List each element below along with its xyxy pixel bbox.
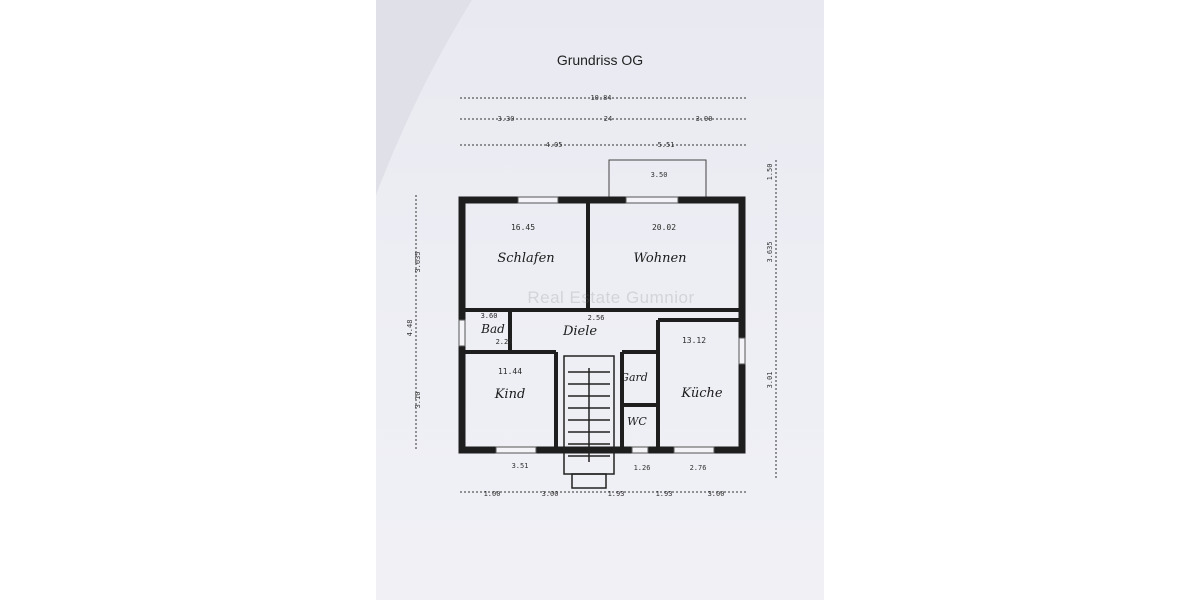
dimension-left-low: 3.10	[414, 392, 422, 409]
area-kind: 11.44	[498, 367, 522, 376]
staircase	[563, 355, 615, 489]
area-schlafen: 16.45	[511, 223, 535, 232]
page-title: Grundriss OG	[556, 52, 644, 68]
dimension-right-top: 1.50	[766, 164, 774, 181]
room-label-schlafen: Schlafen	[497, 251, 554, 266]
dimension-left-mid: 4.48	[406, 320, 414, 337]
dimension-bottom-2: 3.00	[542, 490, 559, 498]
paper-fold-shadow	[376, 0, 472, 195]
dimension-balcony: 3.50	[651, 171, 668, 179]
dimension-bottom-1: 1.00	[484, 490, 501, 498]
dimension-bottom-3: 1.93	[608, 490, 625, 498]
balcony	[608, 159, 707, 199]
dimension-bottom-inner-mid: 1.26	[634, 464, 651, 472]
room-label-wohnen: Wohnen	[633, 251, 686, 266]
dimension-top-right: 3.90	[696, 115, 713, 123]
room-label-bad: Bad	[480, 322, 505, 336]
area-bad-2: 2.25	[496, 338, 513, 346]
paper-sheet: Grundriss OG	[376, 0, 824, 600]
interior-walls	[462, 200, 742, 450]
room-label-gard: Gard	[620, 371, 648, 384]
dimension-left-top: 3.635	[414, 251, 422, 272]
area-bad: 3.60	[481, 312, 498, 320]
room-label-kueche: Küche	[680, 386, 722, 401]
dimension-second-right: 5.51	[658, 141, 675, 149]
dimension-top-mid: 24	[604, 115, 612, 123]
dimension-bottom-4: 1.93	[656, 490, 673, 498]
dimension-overall: 10.84	[590, 94, 611, 102]
room-label-kind: Kind	[494, 387, 526, 402]
dimension-top-left: 3.30	[498, 115, 515, 123]
floor-plan: Schlafen 16.45 Wohnen 20.02 Bad 3.60 2.2…	[376, 0, 777, 498]
dimension-right-mid: 3.635	[766, 241, 774, 262]
area-diele: 2.56	[588, 314, 605, 322]
dimension-bottom-inner-left: 3.51	[512, 462, 529, 470]
dimension-second-left: 4.05	[546, 141, 563, 149]
area-wohnen: 20.02	[652, 223, 676, 232]
room-label-diele: Diele	[562, 324, 597, 339]
dimension-bottom-inner-right: 2.76	[690, 464, 707, 472]
windows	[458, 196, 746, 454]
dimension-bottom-5: 3.00	[708, 490, 725, 498]
dimension-right-low: 3.01	[766, 372, 774, 389]
area-kueche: 13.12	[682, 336, 706, 345]
watermark: Real Estate Gumnior	[527, 288, 695, 307]
room-label-wc: WC	[627, 415, 647, 428]
dimension-lines	[415, 97, 777, 493]
